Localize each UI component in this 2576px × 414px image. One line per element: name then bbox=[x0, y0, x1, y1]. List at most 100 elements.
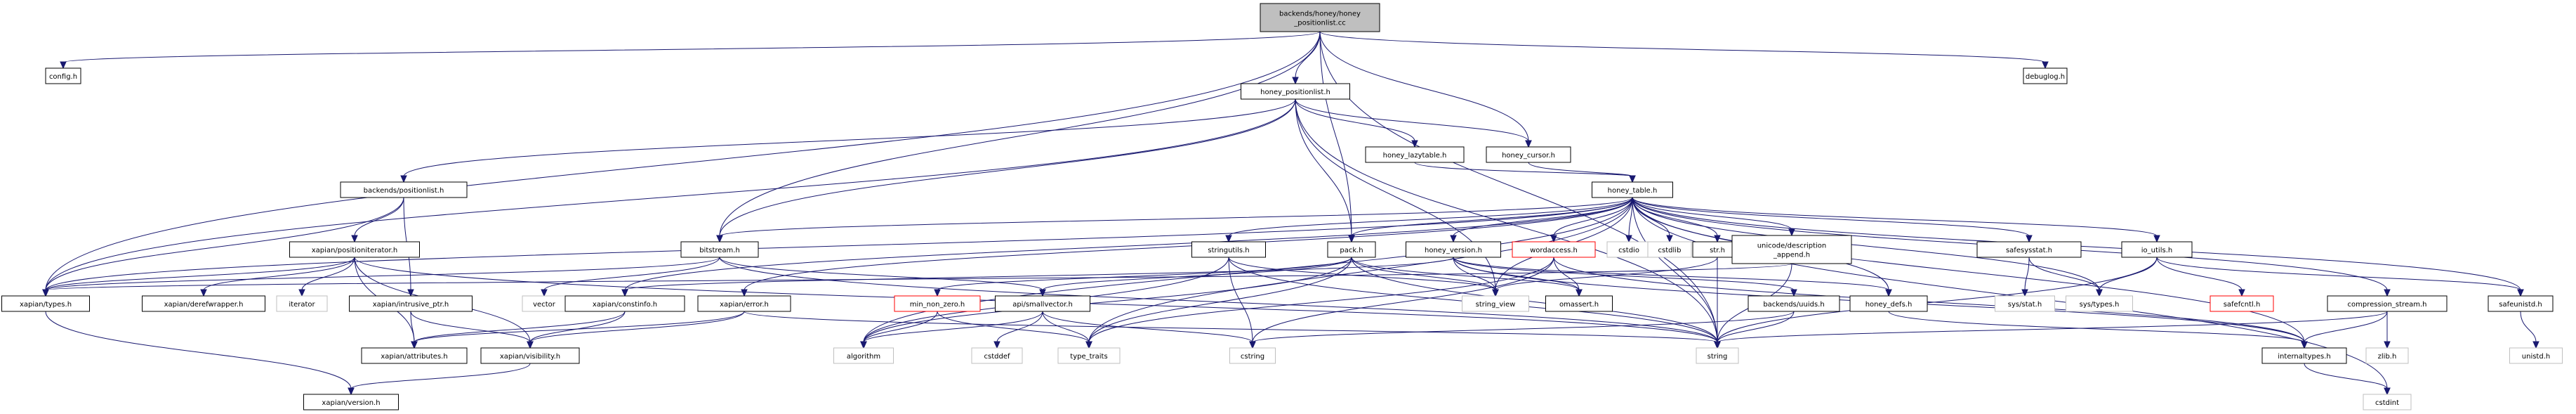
node-visibility[interactable]: xapian/visibility.h bbox=[480, 347, 580, 364]
node-honeydefs[interactable]: honey_defs.h bbox=[1849, 295, 1928, 312]
edge-line bbox=[1042, 311, 1090, 343]
arrowhead-icon bbox=[1225, 235, 1232, 243]
node-cstdio[interactable]: cstdio bbox=[1606, 241, 1651, 258]
node-box bbox=[1057, 347, 1121, 364]
node-uuids[interactable]: backends/uuids.h bbox=[1748, 295, 1840, 312]
edge-line bbox=[1453, 257, 1795, 291]
arrowhead-icon bbox=[200, 289, 207, 297]
node-stringview[interactable]: string_view bbox=[1462, 295, 1529, 312]
edge-posit-to-deref bbox=[200, 257, 355, 297]
node-box bbox=[697, 295, 791, 312]
node-intrusive[interactable]: xapian/intrusive_ptr.h bbox=[349, 295, 473, 312]
edge-line bbox=[2304, 311, 2388, 343]
arrowhead-icon bbox=[407, 289, 414, 297]
node-box bbox=[2363, 394, 2412, 410]
edge-pack-to-smallvec bbox=[1039, 257, 1352, 297]
node-attributes[interactable]: xapian/attributes.h bbox=[361, 347, 468, 364]
node-posit[interactable]: xapian/positioniterator.h bbox=[289, 241, 420, 258]
edge-hversion-to-uuids bbox=[1453, 257, 1797, 297]
edge-line bbox=[719, 31, 1321, 237]
node-compression[interactable]: compression_stream.h bbox=[2327, 295, 2448, 312]
node-label: cstring bbox=[1241, 353, 1264, 361]
node-pack[interactable]: pack.h bbox=[1327, 241, 1376, 258]
node-constinfo[interactable]: xapian/constinfo.h bbox=[564, 295, 685, 312]
node-typetraits[interactable]: type_traits bbox=[1057, 347, 1121, 364]
node-box bbox=[1327, 241, 1376, 258]
node-wordaccess[interactable]: wordaccess.h bbox=[1512, 241, 1596, 258]
node-cstdlib[interactable]: cstdlib bbox=[1647, 241, 1692, 258]
node-systypes[interactable]: sys/types.h bbox=[2066, 295, 2133, 312]
node-internaltypes[interactable]: internaltypes.h bbox=[2261, 347, 2347, 364]
node-smallvec[interactable]: api/smallvector.h bbox=[995, 295, 1090, 312]
node-label: min_non_zero.h bbox=[910, 301, 965, 309]
node-hversion[interactable]: honey_version.h bbox=[1406, 241, 1501, 258]
node-algorithm[interactable]: algorithm bbox=[833, 347, 894, 364]
node-cursor[interactable]: honey_cursor.h bbox=[1486, 146, 1571, 163]
node-cstddef[interactable]: cstddef bbox=[971, 347, 1023, 364]
arrowhead-icon bbox=[298, 289, 305, 297]
node-types[interactable]: xapian/types.h bbox=[1, 295, 90, 312]
node-safefcntl[interactable]: safefcntl.h bbox=[2210, 295, 2274, 312]
node-string[interactable]: string bbox=[1696, 347, 1739, 364]
arrowhead-icon bbox=[527, 341, 534, 349]
node-error[interactable]: xapian/error.h bbox=[697, 295, 791, 312]
node-root[interactable]: backends/honey/honey_positionlist.cc bbox=[1260, 3, 1380, 32]
node-omassert[interactable]: omassert.h bbox=[1545, 295, 1613, 312]
edge-line bbox=[62, 31, 1321, 63]
node-hpl[interactable]: honey_positionlist.h bbox=[1241, 83, 1350, 100]
node-box bbox=[340, 181, 468, 198]
edge-cursor-to-table bbox=[1528, 162, 1636, 183]
edge-line bbox=[744, 197, 1633, 291]
node-bpl[interactable]: backends/positionlist.h bbox=[340, 181, 468, 198]
edge-root-to-cursor bbox=[1319, 31, 1532, 148]
node-safeunistd[interactable]: safeunistd.h bbox=[2488, 295, 2554, 312]
node-version[interactable]: xapian/version.h bbox=[303, 394, 399, 410]
node-label: xapian/visibility.h bbox=[500, 353, 560, 361]
node-debuglog[interactable]: debuglog.h bbox=[2023, 67, 2068, 84]
node-label: wordaccess.h bbox=[1530, 247, 1578, 254]
node-box bbox=[480, 347, 580, 364]
node-zlib[interactable]: zlib.h bbox=[2365, 347, 2409, 364]
node-iterator[interactable]: iterator bbox=[276, 295, 328, 312]
edge-bitstream-to-vector bbox=[541, 257, 720, 297]
node-config[interactable]: config.h bbox=[45, 67, 81, 84]
node-sysstat[interactable]: sys/stat.h bbox=[1995, 295, 2055, 312]
edge-pack-to-minnz bbox=[934, 257, 1352, 297]
edge-line bbox=[45, 257, 720, 291]
edge-line bbox=[1632, 197, 1718, 343]
node-ioutils[interactable]: io_utils.h bbox=[2121, 241, 2193, 258]
edge-smallvec-to-cstring bbox=[1042, 311, 1256, 349]
node-cstring[interactable]: cstring bbox=[1229, 347, 1276, 364]
edge-line bbox=[350, 363, 531, 389]
node-lazy[interactable]: honey_lazytable.h bbox=[1365, 146, 1465, 163]
edge-hpl-to-lazy bbox=[1295, 98, 1418, 148]
node-bitstream[interactable]: bitstream.h bbox=[680, 241, 759, 258]
edge-posit-to-iterator bbox=[298, 257, 355, 297]
node-deref[interactable]: xapian/derefwrapper.h bbox=[142, 295, 265, 312]
node-cstdint[interactable]: cstdint bbox=[2363, 394, 2412, 410]
edge-line bbox=[45, 31, 1321, 291]
edge-line bbox=[624, 257, 1454, 291]
arrowhead-icon bbox=[1450, 235, 1457, 243]
arrowhead-icon bbox=[2238, 289, 2245, 297]
node-box bbox=[1976, 241, 2082, 258]
node-box bbox=[2365, 347, 2409, 364]
node-label: honey_cursor.h bbox=[1502, 152, 1555, 160]
node-stringutils[interactable]: stringutils.h bbox=[1191, 241, 1266, 258]
node-box bbox=[1229, 347, 1276, 364]
arrowhead-icon bbox=[2384, 341, 2391, 349]
node-box bbox=[680, 241, 759, 258]
edge-line bbox=[1453, 257, 1496, 291]
node-minnz[interactable]: min_non_zero.h bbox=[894, 295, 981, 312]
node-unicode[interactable]: unicode/description_append.h bbox=[1731, 235, 1852, 264]
node-label: xapian/attributes.h bbox=[381, 353, 447, 361]
node-unistdh[interactable]: unistd.h bbox=[2509, 347, 2563, 364]
edge-line bbox=[1351, 257, 1580, 291]
edge-line bbox=[1228, 257, 1253, 343]
node-box bbox=[303, 394, 399, 410]
node-safesysstat[interactable]: safesysstat.h bbox=[1976, 241, 2082, 258]
node-table[interactable]: honey_table.h bbox=[1592, 181, 1673, 198]
arrowhead-icon bbox=[1411, 140, 1418, 148]
edge-line bbox=[719, 257, 1043, 291]
node-vector[interactable]: vector bbox=[522, 295, 567, 312]
